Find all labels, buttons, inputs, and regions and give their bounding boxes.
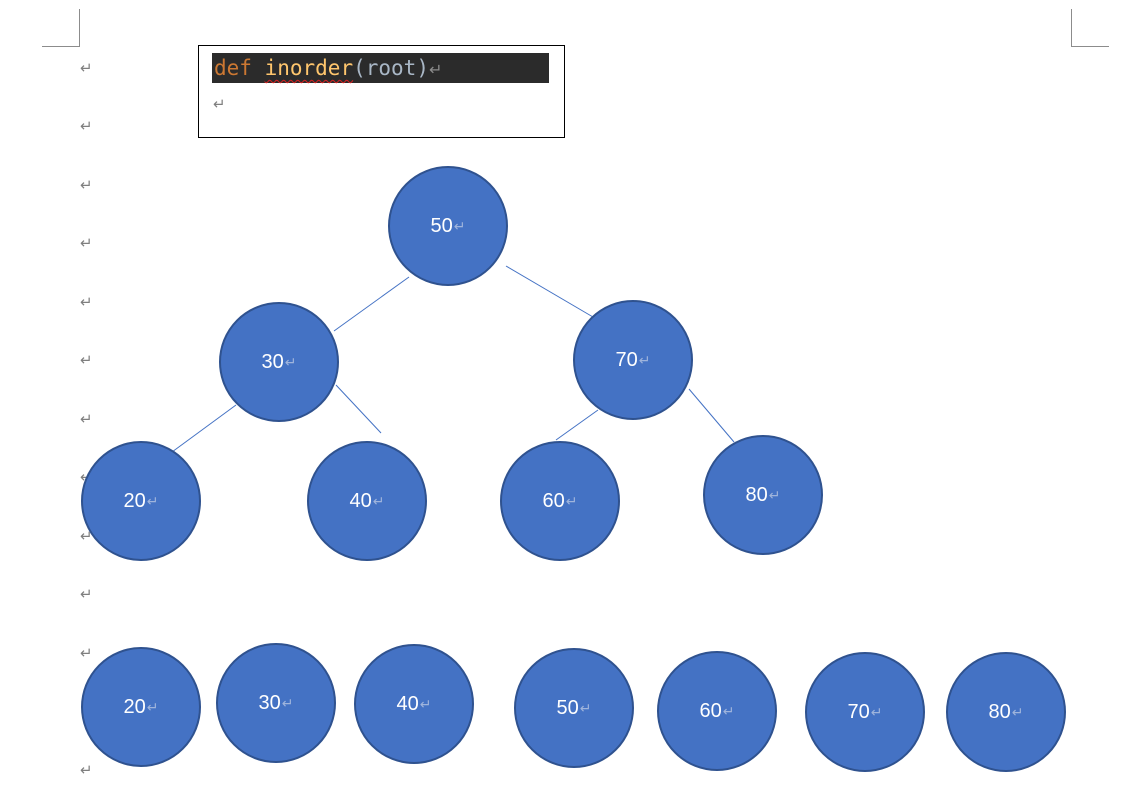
- paragraph-mark: ↵: [213, 95, 226, 113]
- edge-70-60: [555, 409, 599, 441]
- edge-70-80: [688, 388, 735, 443]
- paragraph-mark: ↵: [80, 234, 93, 252]
- node-label: 80: [745, 483, 768, 506]
- crop-mark-top-right: [1071, 46, 1109, 47]
- edge-30-20: [171, 404, 237, 453]
- edge-50-30: [333, 276, 410, 332]
- code-function-name: inorder: [264, 56, 354, 80]
- paragraph-mark: ↵: [281, 694, 294, 711]
- crop-mark-top-left: [79, 9, 80, 47]
- paragraph-mark: ↵: [372, 492, 385, 509]
- traversal-node[interactable]: 20↵: [81, 647, 201, 767]
- node-label: 20: [123, 695, 146, 718]
- paragraph-mark: ↵: [80, 293, 93, 311]
- node-label: 80: [988, 700, 1011, 723]
- node-label: 40: [396, 692, 419, 715]
- edge-30-40: [335, 384, 382, 434]
- traversal-node[interactable]: 50↵: [514, 648, 634, 768]
- node-label: 30: [258, 691, 281, 714]
- paragraph-mark: ↵: [80, 410, 93, 428]
- paragraph-mark: ↵: [870, 703, 883, 720]
- tree-node-leaf[interactable]: 60↵: [500, 441, 620, 561]
- paragraph-mark: ↵: [453, 217, 466, 234]
- paragraph-mark: ↵: [80, 59, 93, 77]
- paragraph-mark: ↵: [722, 702, 735, 719]
- node-label: 70: [615, 348, 638, 371]
- node-label: 60: [542, 489, 565, 512]
- node-label: 40: [349, 489, 372, 512]
- code-textbox[interactable]: def inorder(root)↵ ↵: [198, 45, 565, 138]
- tree-node-leaf[interactable]: 20↵: [81, 441, 201, 561]
- paragraph-mark: ↵: [80, 761, 93, 779]
- paragraph-mark: ↵: [565, 492, 578, 509]
- paragraph-mark: ↵: [768, 486, 781, 503]
- node-label: 50: [430, 214, 453, 237]
- traversal-node[interactable]: 80↵: [946, 652, 1066, 772]
- paragraph-mark: ↵: [146, 492, 159, 509]
- paragraph-mark: ↵: [284, 353, 297, 370]
- paragraph-mark: ↵: [80, 176, 93, 194]
- tree-node-left[interactable]: 30↵: [219, 302, 339, 422]
- tree-node-leaf[interactable]: 80↵: [703, 435, 823, 555]
- paragraph-mark: ↵: [80, 351, 93, 369]
- paragraph-mark: ↵: [428, 60, 443, 79]
- node-label: 50: [556, 696, 579, 719]
- paragraph-mark: ↵: [146, 698, 159, 715]
- node-label: 20: [123, 489, 146, 512]
- paragraph-mark: ↵: [80, 585, 93, 603]
- crop-mark-top-left: [42, 46, 80, 47]
- tree-node-right[interactable]: 70↵: [573, 300, 693, 420]
- node-label: 30: [261, 350, 284, 373]
- code-line[interactable]: def inorder(root)↵: [212, 53, 549, 83]
- crop-mark-top-right: [1071, 9, 1072, 47]
- traversal-node[interactable]: 60↵: [657, 651, 777, 771]
- code-args: (root): [353, 56, 429, 80]
- paragraph-mark: ↵: [579, 699, 592, 716]
- tree-node-leaf[interactable]: 40↵: [307, 441, 427, 561]
- paragraph-mark: ↵: [1011, 703, 1024, 720]
- paragraph-mark: ↵: [419, 695, 432, 712]
- node-label: 70: [847, 700, 870, 723]
- edge-50-70: [505, 265, 594, 318]
- tree-node-root[interactable]: 50↵: [388, 166, 508, 286]
- traversal-node[interactable]: 30↵: [216, 643, 336, 763]
- traversal-node[interactable]: 70↵: [805, 652, 925, 772]
- paragraph-mark: ↵: [638, 351, 651, 368]
- traversal-node[interactable]: 40↵: [354, 644, 474, 764]
- paragraph-mark: ↵: [80, 644, 93, 662]
- paragraph-mark: ↵: [80, 117, 93, 135]
- node-label: 60: [699, 699, 722, 722]
- code-keyword: def: [214, 56, 252, 80]
